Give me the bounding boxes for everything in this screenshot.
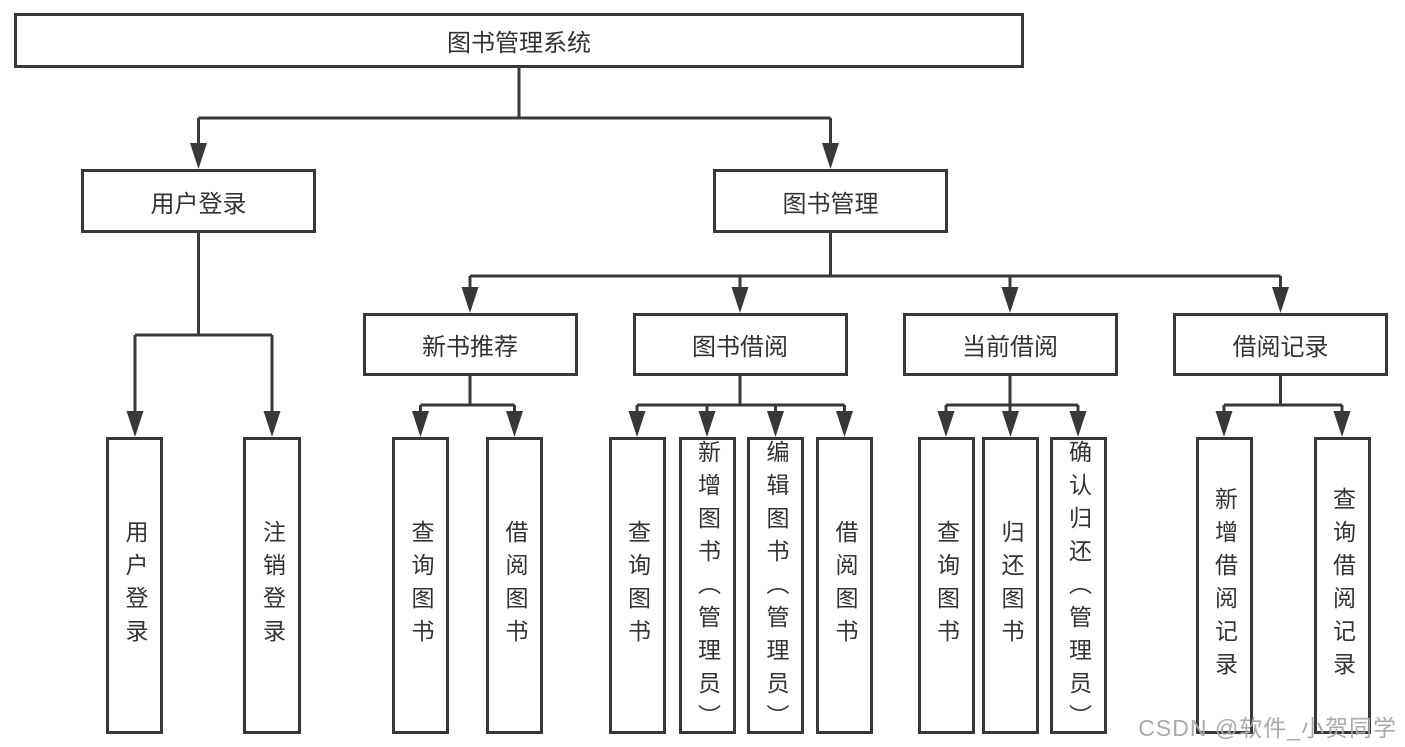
leaf-borrow-add-books-admin: 新增图书（管理员） — [678, 437, 736, 737]
leaf-logout: 注销登录 — [243, 437, 301, 734]
leaf-current-confirm-return-admin: 确认归还（管理员） — [1049, 437, 1107, 737]
arrowhead — [767, 411, 784, 437]
leaf-records-query-record: 查询借阅记录 — [1313, 437, 1371, 734]
arrowhead — [190, 143, 207, 169]
arrowhead — [698, 411, 716, 437]
arrowhead — [1215, 411, 1233, 437]
arrowhead — [628, 411, 646, 437]
leaf-records-add-record: 新增借阅记录 — [1195, 437, 1253, 734]
arrowhead — [731, 287, 749, 313]
arrowhead — [461, 287, 479, 313]
csdn-watermark: CSDN @软件_小贺同学 — [1138, 715, 1397, 741]
leaf-borrow-borrow-books: 借阅图书 — [816, 437, 873, 734]
arrowhead — [1333, 411, 1351, 437]
arrowhead — [126, 411, 144, 437]
leaf-borrow-edit-books-admin: 编辑图书（管理员） — [747, 437, 804, 737]
arrowhead — [263, 411, 281, 437]
arrowhead — [937, 411, 955, 437]
leaf-recommend-borrow-books: 借阅图书 — [486, 437, 543, 734]
arrowhead — [1002, 411, 1019, 437]
arrowhead — [822, 143, 839, 169]
arrowhead — [836, 411, 853, 437]
arrowhead — [506, 411, 523, 437]
node-book-management: 图书管理 — [713, 169, 948, 233]
arrowhead — [1001, 287, 1019, 313]
leaf-user-login: 用户登录 — [106, 437, 163, 734]
leaf-borrow-query-books: 查询图书 — [608, 437, 666, 734]
node-book-borrow: 图书借阅 — [632, 313, 848, 376]
arrowhead — [1069, 411, 1087, 437]
node-user-login: 用户登录 — [81, 169, 316, 233]
arrowhead — [1272, 287, 1289, 313]
arrowhead — [412, 411, 429, 437]
node-library-management-system: 图书管理系统 — [14, 13, 1024, 68]
node-new-book-recommend: 新书推荐 — [362, 313, 578, 376]
leaf-current-return-books: 归还图书 — [982, 437, 1039, 734]
node-current-borrow: 当前借阅 — [902, 313, 1118, 376]
leaf-current-query-books: 查询图书 — [917, 437, 975, 734]
leaf-recommend-query-books: 查询图书 — [392, 437, 449, 734]
node-borrow-records: 借阅记录 — [1173, 313, 1388, 376]
